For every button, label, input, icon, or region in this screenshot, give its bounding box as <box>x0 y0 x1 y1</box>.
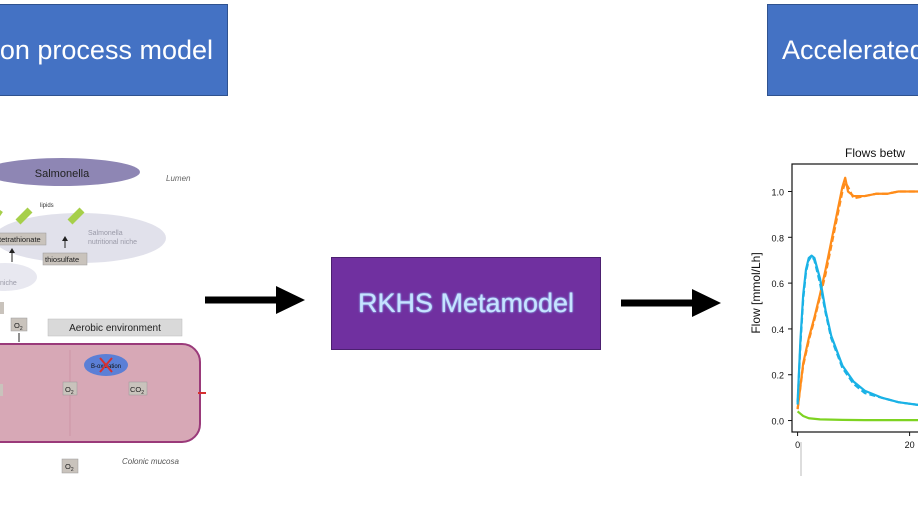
o2-cell-label: O2 <box>65 385 74 396</box>
thiosulfate-label: thiosulfate <box>45 255 79 264</box>
tetra-arrow-head <box>62 236 68 241</box>
o2-box-cell <box>62 381 78 396</box>
chart-frame <box>791 163 918 433</box>
thiosulfate-box <box>42 252 88 266</box>
series-line-4 <box>796 410 918 422</box>
niche-ellipse <box>0 213 166 263</box>
beta-oxidation-label: B-oxidation <box>91 364 121 370</box>
small-box-a <box>0 302 4 314</box>
chart-lines <box>796 176 918 422</box>
up-arrow-head <box>9 248 15 253</box>
co2-label: CO2 <box>130 385 144 396</box>
accelerated-title-text: Accelerated <box>782 34 918 65</box>
series-line-1 <box>796 181 918 410</box>
series-line-3 <box>796 254 918 407</box>
arrow-right-head <box>692 289 721 317</box>
x-tick-label-0: 0 <box>795 440 800 450</box>
chart-ticks: 0.0 0.2 0.4 0.6 0.8 1.0 0 20 <box>771 187 914 450</box>
o2-box-top <box>10 317 28 332</box>
process-model-title: on process model <box>0 4 228 96</box>
accelerated-title: Accelerated <box>767 4 918 96</box>
o2-box-bottom <box>61 458 79 474</box>
o2-top-sub: 2 <box>20 326 23 332</box>
colonic-mucosa-label: Colonic mucosa <box>122 457 179 466</box>
o2-bottom-sub: 2 <box>71 467 74 473</box>
x-tick-label-1: 20 <box>905 440 915 450</box>
o2-top-label: O2 <box>14 321 23 332</box>
tetrathionate-label: tetrathionate <box>0 235 41 244</box>
y-tick-label-5: 1.0 <box>771 187 784 197</box>
co2-sub: 2 <box>141 390 144 396</box>
y-tick-label-3: 0.6 <box>771 279 784 289</box>
o2-bottom-label: O2 <box>65 462 74 473</box>
chart-title: Flows betw <box>845 146 905 160</box>
y-tick-label-2: 0.4 <box>771 325 784 335</box>
niche-label-line2: nutritional niche <box>88 239 137 246</box>
salmonella-ellipse <box>0 158 140 186</box>
lipids-label: lipids <box>40 203 54 209</box>
inner-niche-ellipse <box>0 263 37 291</box>
green-arrows <box>0 207 85 225</box>
o2-cell-sub: 2 <box>71 390 74 396</box>
partial-niche-label: niche <box>0 280 17 287</box>
tetrathionate-box <box>0 232 47 246</box>
niche-label: Salmonella nutritional niche <box>88 230 137 246</box>
cross-mark-icon <box>99 357 113 373</box>
niche-label-line1: Salmonella <box>88 230 123 237</box>
y-tick-label-0: 0.0 <box>771 417 784 427</box>
aerobic-label: Aerobic environment <box>69 323 161 334</box>
aerobic-box <box>47 318 183 337</box>
y-tick-label-4: 0.8 <box>771 233 784 243</box>
series-line-0 <box>796 176 918 410</box>
process-model-title-text: on process model <box>0 34 213 65</box>
series-line-2 <box>796 254 918 407</box>
arrow-left-head <box>276 286 305 314</box>
small-box-b <box>0 384 3 396</box>
rkhs-metamodel-label: RKHS Metamodel <box>357 288 575 318</box>
lumen-label: Lumen <box>166 174 191 183</box>
y-tick-label-1: 0.2 <box>771 371 784 381</box>
co2-box <box>128 381 148 396</box>
rkhs-metamodel-box: RKHS Metamodel <box>331 257 601 350</box>
salmonella-label: Salmonella <box>35 168 90 180</box>
chart-ylabel: Flow [mmol/Lh] <box>749 252 763 333</box>
